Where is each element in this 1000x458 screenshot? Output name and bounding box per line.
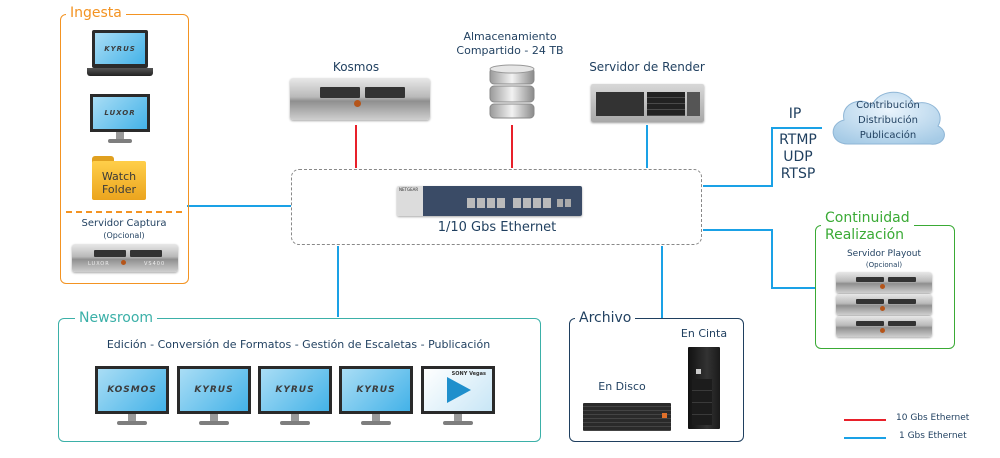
legend-swatch-10g — [844, 419, 886, 421]
network-core-box — [291, 169, 702, 245]
capture-server[interactable]: LUXOR VS400 — [72, 244, 178, 272]
link-switch-continuidad — [703, 229, 815, 289]
continuidad-title: Continuidad Realización — [821, 210, 914, 244]
ip-label: IP — [788, 106, 802, 122]
legend-label-10g: 10 Gbs Ethernet — [896, 413, 970, 423]
workstation-kyrus[interactable]: KYRUS — [177, 366, 251, 426]
ingesta-divider — [66, 211, 182, 213]
disk-label: En Disco — [598, 380, 646, 393]
workstation-kosmos[interactable]: KOSMOS — [95, 366, 169, 426]
newsroom-subtitle: Edición - Conversión de Formatos - Gesti… — [106, 338, 491, 351]
switch-label: 1/10 Gbs Ethernet — [437, 220, 557, 235]
cloud-icon[interactable]: Contribución Distribución Publicación — [826, 84, 950, 152]
archivo-title: Archivo — [575, 310, 636, 326]
kosmos-server[interactable] — [290, 78, 430, 120]
tape-library[interactable] — [688, 347, 720, 429]
playout-server-label: Servidor Playout — [846, 249, 922, 259]
capture-server-label: Servidor Captura — [81, 218, 167, 229]
watch-folder-icon[interactable]: Watch Folder — [92, 156, 146, 200]
protocol-item: RTMP — [779, 132, 817, 148]
storage-label: Almacenamiento Compartido - 24 TB — [456, 30, 564, 57]
protocol-item: UDP — [783, 149, 813, 165]
storage-database-icon[interactable] — [488, 64, 536, 122]
workstation-kyrus[interactable]: KYRUS — [258, 366, 332, 426]
luxor-monitor[interactable]: LUXOR — [90, 94, 150, 144]
render-server[interactable] — [591, 84, 704, 122]
archivo-group — [569, 318, 744, 442]
workstation-sony-vegas[interactable]: SONY Vegas — [421, 366, 495, 426]
protocol-list: RTMP UDP RTSP — [776, 132, 820, 183]
kosmos-label: Kosmos — [332, 60, 380, 74]
legend-swatch-1g — [844, 437, 886, 439]
legend-label-1g: 1 Gbs Ethernet — [899, 431, 967, 441]
tape-label: En Cinta — [680, 327, 728, 340]
playout-server-stack[interactable] — [836, 272, 932, 338]
link-switch-ip — [703, 127, 822, 187]
network-switch[interactable]: NETGEAR — [397, 186, 582, 216]
capture-server-note: (Opcional) — [103, 231, 145, 240]
protocol-item: RTSP — [780, 166, 816, 182]
playout-server-note: (Opcional) — [865, 261, 903, 269]
disk-array[interactable] — [583, 403, 671, 431]
ingesta-title: Ingesta — [66, 5, 126, 21]
newsroom-title: Newsroom — [75, 310, 158, 326]
workstation-kyrus[interactable]: KYRUS — [339, 366, 413, 426]
play-icon — [447, 377, 471, 403]
kyrus-laptop[interactable]: KYRUS — [87, 30, 153, 78]
render-label: Servidor de Render — [589, 60, 705, 74]
newsroom-group — [58, 318, 541, 442]
